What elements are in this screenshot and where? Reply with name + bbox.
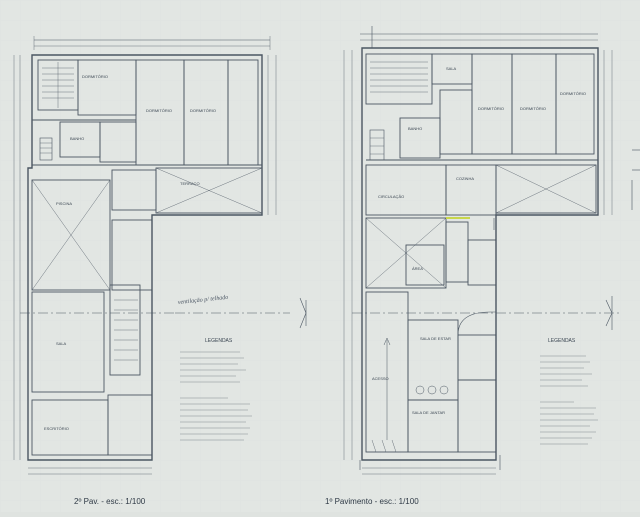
svg-text:SALA: SALA: [56, 341, 67, 346]
room-labels-1st: SALA DORMITÓRIO DORMITÓRIO DORMITÓRIO BA…: [372, 66, 586, 415]
svg-text:DORMITÓRIO: DORMITÓRIO: [520, 106, 546, 111]
section-line-b: [352, 26, 620, 470]
legend-1st: LEGENDAS: [540, 338, 598, 445]
outer-wall-2nd-upper: [27, 54, 263, 461]
room-labels-2nd: DORMITÓRIO DORMITÓRIO DORMITÓRIO BANHO P…: [44, 74, 216, 431]
plan-first-floor: [343, 33, 613, 475]
svg-text:ESCRITÓRIO: ESCRITÓRIO: [44, 426, 69, 431]
svg-text:ACESSO: ACESSO: [372, 376, 389, 381]
svg-text:SALA: SALA: [446, 66, 457, 71]
svg-text:DORMITÓRIO: DORMITÓRIO: [82, 74, 108, 79]
svg-text:SALA DE ESTAR: SALA DE ESTAR: [420, 336, 451, 341]
legend-title-2nd: LEGENDAS: [205, 338, 233, 344]
plan-title-2nd-floor: 2º Pav. - esc.: 1/100: [74, 497, 146, 506]
svg-text:DORMITÓRIO: DORMITÓRIO: [560, 91, 586, 96]
handwritten-annotation: ventilação p/ telhado: [178, 295, 229, 306]
svg-text:COZINHA: COZINHA: [456, 176, 474, 181]
svg-text:CIRCULAÇÃO: CIRCULAÇÃO: [378, 194, 404, 199]
svg-text:SALA DE JANTAR: SALA DE JANTAR: [412, 410, 445, 415]
legend-title-1st: LEGENDAS: [548, 338, 576, 344]
legend-2nd: LEGENDAS: [180, 338, 252, 441]
svg-text:DORMITÓRIO: DORMITÓRIO: [478, 106, 504, 111]
stair-symbol-2nd: [39, 137, 53, 161]
stair-symbol-1st: [369, 129, 385, 161]
plan-second-floor: [13, 36, 277, 475]
svg-text:BANHO: BANHO: [408, 126, 422, 131]
sheet-border-marks: [631, 149, 640, 210]
svg-text:PISCINA: PISCINA: [56, 201, 72, 206]
svg-text:ÁREA: ÁREA: [412, 266, 423, 271]
svg-text:DORMITÓRIO: DORMITÓRIO: [146, 108, 172, 113]
svg-text:TERRAÇO: TERRAÇO: [180, 181, 200, 186]
svg-text:DORMITÓRIO: DORMITÓRIO: [190, 108, 216, 113]
svg-text:BANHO: BANHO: [70, 136, 84, 141]
plan-title-1st-floor: 1º Pavimento - esc.: 1/100: [325, 497, 419, 506]
section-line-a: [20, 297, 307, 329]
dining-set: [415, 385, 449, 395]
